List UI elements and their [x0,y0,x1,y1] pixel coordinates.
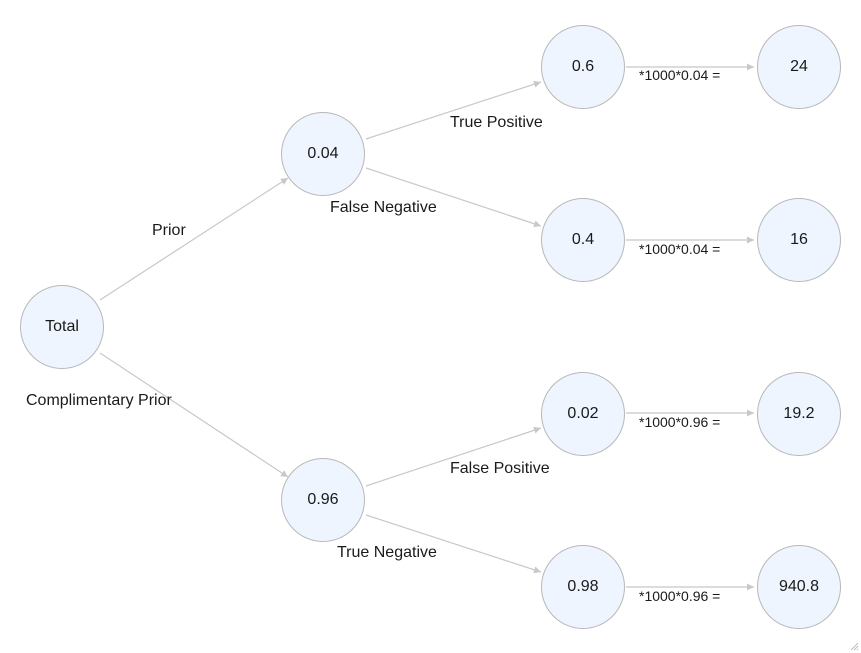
edge-label-calc-tp[interactable]: *1000*0.04 = [639,67,721,83]
resize-grip-icon[interactable] [849,641,859,651]
node-prior-text: 0.04 [307,145,339,162]
node-false-positive-rate-text: 0.02 [567,405,599,422]
edge-complement-to-true-negative [365,514,542,574]
edge-label-false-negative[interactable]: False Negative [330,199,437,216]
edge-complement-to-false-positive [365,426,542,487]
edge-label-calc-tn[interactable]: *1000*0.96 = [639,588,721,604]
node-count-fp-text: 19.2 [783,405,815,422]
edge-label-prior[interactable]: Prior [152,222,186,239]
edge-prior-to-false-negative [365,167,542,228]
node-count-fn-text: 16 [790,231,808,248]
node-complement[interactable]: 0.96 [281,458,365,542]
node-count-tp-text: 24 [790,58,808,75]
edge-label-calc-fp[interactable]: *1000*0.96 = [639,414,721,430]
edge-total-to-prior [99,177,289,301]
node-true-positive-rate-text: 0.6 [571,58,595,75]
node-true-negative-rate-text: 0.98 [567,578,599,595]
edge-label-complimentary-prior[interactable]: Complimentary Prior [26,392,172,409]
node-prior[interactable]: 0.04 [281,112,365,196]
node-total-text: Total [45,318,79,335]
node-count-fn[interactable]: 16 [757,198,841,282]
edge-total-to-complement [99,352,289,478]
node-false-positive-rate[interactable]: 0.02 [541,372,625,456]
edge-label-calc-fn[interactable]: *1000*0.04 = [639,241,721,257]
node-count-tp[interactable]: 24 [757,25,841,109]
edge-label-true-negative[interactable]: True Negative [337,544,437,561]
edge-prior-to-true-positive [365,80,542,140]
node-true-positive-rate[interactable]: 0.6 [541,25,625,109]
node-total[interactable]: Total [20,285,104,369]
node-count-fp[interactable]: 19.2 [757,372,841,456]
node-count-tn[interactable]: 940.8 [757,545,841,629]
node-false-negative-rate[interactable]: 0.4 [541,198,625,282]
edge-label-true-positive[interactable]: True Positive [450,114,543,131]
node-count-tn-text: 940.8 [778,578,820,595]
node-true-negative-rate[interactable]: 0.98 [541,545,625,629]
node-false-negative-rate-text: 0.4 [571,231,595,248]
edge-label-false-positive[interactable]: False Positive [450,460,550,477]
node-complement-text: 0.96 [307,491,339,508]
